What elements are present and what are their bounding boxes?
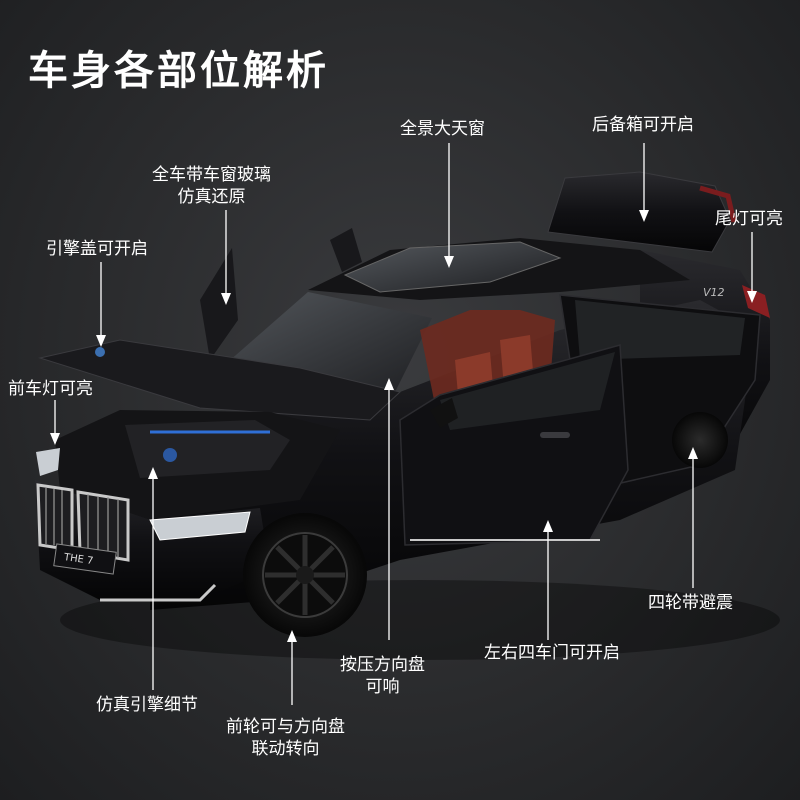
kidney-grille-right bbox=[76, 490, 130, 562]
engine bbox=[125, 420, 290, 478]
panoramic-sunroof bbox=[343, 241, 562, 293]
hood bbox=[38, 339, 402, 421]
pointer-lines bbox=[54, 143, 753, 705]
label-hood: 引擎盖可开启 bbox=[46, 239, 148, 259]
label-steering-line1: 前轮可与方向盘 bbox=[226, 717, 345, 737]
label-horn: 按压方向盘 可响 bbox=[340, 654, 425, 698]
side-mirror bbox=[430, 398, 458, 428]
page-title: 车身各部位解析 bbox=[28, 48, 329, 94]
label-glass-line2: 仿真还原 bbox=[177, 187, 246, 207]
front-wheel bbox=[243, 513, 367, 637]
license-plate bbox=[53, 543, 117, 575]
label-horn-line2: 可响 bbox=[365, 677, 400, 697]
plate-text: THE 7 bbox=[62, 552, 94, 567]
label-steering: 前轮可与方向盘 联动转向 bbox=[226, 716, 345, 760]
label-taillight: 尾灯可亮 bbox=[715, 209, 783, 229]
badge-v12: V12 bbox=[703, 286, 725, 299]
label-trunk: 后备箱可开启 bbox=[592, 115, 694, 135]
label-steering-line2: 联动转向 bbox=[251, 739, 320, 759]
label-engine: 仿真引擎细节 bbox=[96, 695, 198, 715]
label-doors: 左右四车门可开启 bbox=[484, 643, 620, 663]
rear-wheel bbox=[672, 412, 728, 468]
label-glass-line1: 全车带车窗玻璃 bbox=[152, 165, 271, 185]
headlight bbox=[149, 511, 251, 541]
label-glass: 全车带车窗玻璃 仿真还原 bbox=[152, 164, 271, 208]
trunk-lid bbox=[547, 171, 731, 253]
label-headlight: 前车灯可亮 bbox=[8, 379, 93, 399]
kidney-grille-left bbox=[36, 483, 74, 552]
label-sunroof: 全景大天窗 bbox=[400, 119, 485, 139]
left-open-door bbox=[200, 248, 238, 360]
label-horn-line1: 按压方向盘 bbox=[340, 655, 425, 675]
label-suspension: 四轮带避震 bbox=[648, 593, 733, 613]
pointer-arrowheads bbox=[50, 210, 757, 642]
